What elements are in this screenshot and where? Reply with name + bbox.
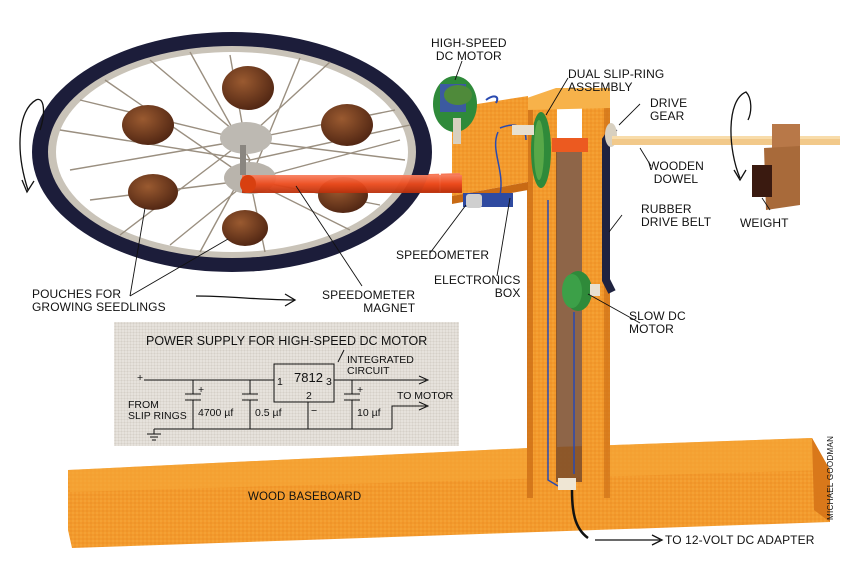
cap3-plus-sign: +	[357, 384, 364, 396]
output-label: TO MOTOR	[397, 390, 454, 402]
slow-dc-motor	[562, 271, 600, 311]
input-source-label: FROM SLIP RINGS	[128, 399, 187, 422]
ic-7812-body	[273, 363, 335, 403]
cap-10uf-value: 10 µf	[357, 407, 381, 419]
ic-pin-2: 2	[306, 390, 312, 402]
schematic-wiring	[144, 349, 430, 441]
label-slow-dc-motor: SLOW DC MOTOR	[629, 309, 686, 336]
pouch	[122, 105, 174, 145]
wiring	[547, 200, 589, 540]
cap-0.5uf-value: 0.5 µf	[255, 407, 282, 419]
label-dc-adapter: TO 12-VOLT DC ADAPTER	[665, 533, 815, 547]
high-speed-dc-motor	[433, 76, 499, 144]
connector	[558, 478, 576, 490]
ic-minus-sign: −	[311, 405, 318, 417]
label-high-speed-motor: HIGH-SPEED DC MOTOR	[431, 36, 507, 63]
pouch	[222, 210, 268, 246]
wooden-dowel	[612, 136, 840, 145]
cap-4700uf-value: 4700 µf	[198, 407, 234, 419]
power-supply-schematic: + + + − 7812 1 2 3 INTEGRATED CIRCUIT FR…	[114, 322, 459, 446]
dual-slip-ring-assembly	[512, 112, 551, 188]
label-wood-baseboard: WOOD BASEBOARD	[248, 491, 362, 503]
label-drive-gear: DRIVE GEAR	[650, 96, 688, 123]
rubber-drive-belt	[602, 123, 618, 294]
label-slip-ring-assembly: DUAL SLIP-RING ASSEMBLY	[568, 67, 665, 94]
pouch	[321, 104, 373, 146]
ic-pin-3: 3	[326, 376, 332, 388]
leader-lines	[129, 60, 771, 324]
wheel-direction-arrow	[195, 295, 296, 301]
ic-pin-1: 1	[277, 376, 283, 388]
wheel-rotation-arrow	[19, 98, 45, 191]
label-seedling-pouches: POUCHES FOR GROWING SEEDLINGS	[32, 287, 166, 314]
label-speedometer: SPEEDOMETER	[396, 248, 490, 262]
seedling-pouches	[122, 66, 462, 246]
input-plus-sign: +	[137, 372, 144, 384]
illustrator-credit: MICHAEL GOODMAN	[826, 435, 835, 520]
cap1-plus-sign: +	[198, 384, 205, 396]
label-rubber-drive-belt: RUBBER DRIVE BELT	[641, 202, 712, 229]
power-cord	[570, 489, 589, 540]
motor-return	[391, 405, 426, 429]
label-electronics-box: ELECTRONICS BOX	[434, 273, 521, 300]
ic-part-number: 7812	[294, 370, 323, 385]
label-wooden-dowel: WOODEN DOWEL	[648, 159, 704, 186]
ic-label: INTEGRATED CIRCUIT	[347, 354, 414, 377]
pouch	[222, 66, 274, 110]
rotation-arrows	[19, 91, 752, 546]
weight-block	[752, 124, 800, 210]
pouch	[128, 174, 178, 210]
label-weight: WEIGHT	[740, 216, 789, 230]
hub-front	[220, 122, 272, 154]
wood-baseboard	[68, 438, 830, 548]
speedometer-sensor	[466, 194, 482, 208]
schematic-title: POWER SUPPLY FOR HIGH-SPEED DC MOTOR	[146, 334, 428, 348]
dowel-rotation-arrow	[730, 91, 752, 179]
label-speedometer-magnet: SPEEDOMETER MAGNET	[322, 288, 416, 315]
